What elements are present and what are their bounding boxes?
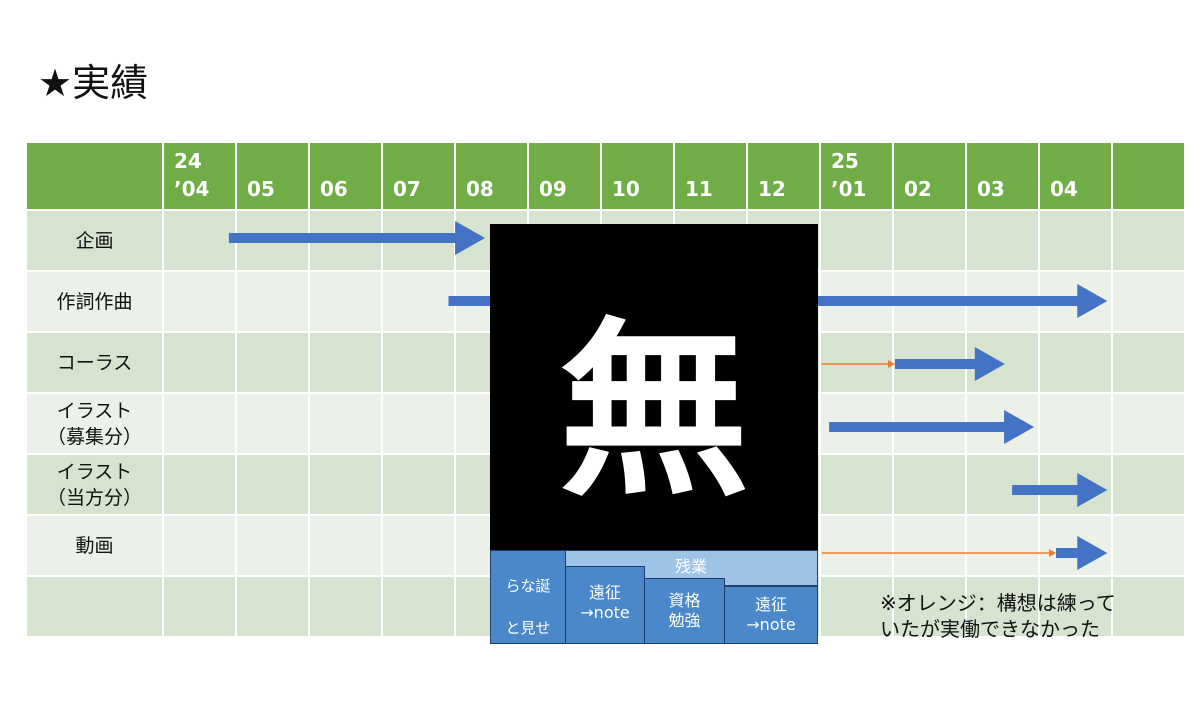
grid-cell [821, 455, 892, 514]
grid-cell [310, 394, 381, 453]
header-month: 12 [748, 143, 819, 209]
month-header-row: 24 ’04 05 06 07 08 09 10 11 12 25 ’01 02… [27, 143, 1184, 209]
header-month: 07 [383, 143, 454, 209]
grid-cell [821, 211, 892, 270]
planned-arrowhead [888, 360, 895, 368]
header-month: 02 [894, 143, 965, 209]
header-month: 06 [310, 143, 381, 209]
row-label: コーラス [27, 333, 162, 392]
grid-cell [1113, 516, 1184, 575]
row-label [27, 577, 162, 636]
void-overlay: 無 残業 らな誕 と見せ かけた コロナ 遠征 →note 資格 勉強 遠征 →… [490, 224, 818, 721]
grid-cell [164, 455, 235, 514]
header-month: 11 [675, 143, 746, 209]
grid-cell [1113, 455, 1184, 514]
header-month: 24 ’04 [164, 143, 235, 209]
expedition-block-1: 遠征 →note [565, 566, 645, 644]
grid-cell [383, 272, 454, 331]
header-month: 10 [602, 143, 673, 209]
void-character: 無 [558, 301, 749, 522]
grid-cell [164, 333, 235, 392]
corona-line-3: かけた [505, 661, 551, 679]
grid-cell [237, 577, 308, 636]
grid-cell [1040, 211, 1111, 270]
header-month: 09 [529, 143, 600, 209]
grid-cell [164, 211, 235, 270]
row-label: 企画 [27, 211, 162, 270]
header-month: 03 [967, 143, 1038, 209]
study-block: 資格 勉強 [644, 578, 725, 644]
grid-cell [1040, 394, 1111, 453]
grid-cell [1113, 577, 1184, 636]
grid-cell [1040, 455, 1111, 514]
grid-cell [894, 211, 965, 270]
grid-cell [1113, 211, 1184, 270]
actual-arrow [1012, 473, 1108, 507]
grid-cell [164, 577, 235, 636]
grid-cell [894, 516, 965, 575]
planned-arrowhead [1049, 549, 1057, 557]
row-label: イラスト （当方分） [27, 455, 162, 514]
header-month: 05 [237, 143, 308, 209]
header-month: 04 [1040, 143, 1111, 209]
corona-line-2: と見せ [505, 619, 551, 637]
grid-cell [821, 516, 892, 575]
grid-cell [383, 577, 454, 636]
grid-cell [821, 577, 892, 636]
grid-cell [310, 333, 381, 392]
header-month: 25 ’01 [821, 143, 892, 209]
grid-cell [164, 272, 235, 331]
grid-cell [383, 455, 454, 514]
grid-cell [1040, 333, 1111, 392]
actual-arrow [829, 410, 1035, 444]
grid-cell [967, 455, 1038, 514]
grid-cell [237, 394, 308, 453]
header-month: 08 [456, 143, 527, 209]
grid-cell [164, 516, 235, 575]
grid-cell [967, 516, 1038, 575]
grid-cell [237, 516, 308, 575]
grid-cell [894, 577, 965, 636]
grid-cell [967, 577, 1038, 636]
corona-line-bold: コロナ [505, 703, 551, 721]
grid-cell [237, 455, 308, 514]
grid-cell [967, 211, 1038, 270]
expedition-block-2: 遠征 →note [724, 586, 818, 644]
row-label: イラスト （募集分） [27, 394, 162, 453]
actual-arrow [228, 221, 486, 255]
grid-cell [310, 577, 381, 636]
row-label: 作詞作曲 [27, 272, 162, 331]
grid-cell [310, 516, 381, 575]
legend-note: ※オレンジ：構想は練って いたが実働できなかった [880, 591, 1116, 641]
grid-cell [383, 516, 454, 575]
grid-cell [164, 394, 235, 453]
grid-cell [1113, 333, 1184, 392]
grid-cell [821, 333, 892, 392]
header-cell-end [1113, 143, 1184, 209]
corona-block: らな誕 と見せ かけた コロナ [490, 550, 566, 721]
grid-cell [1113, 272, 1184, 331]
actual-arrow [1056, 536, 1108, 570]
grid-cell [1113, 394, 1184, 453]
corona-line-1: らな誕 [505, 577, 551, 595]
grid-cell [237, 333, 308, 392]
header-cell-corner [27, 143, 162, 209]
page-title: ★実績 [38, 61, 149, 105]
grid-cell [894, 455, 965, 514]
actual-arrow [895, 347, 1005, 381]
grid-cell [237, 272, 308, 331]
grid-cell [310, 455, 381, 514]
grid-cell [310, 272, 381, 331]
grid-cell [1040, 516, 1111, 575]
row-label: 動画 [27, 516, 162, 575]
grid-cell [383, 394, 454, 453]
grid-cell [383, 333, 454, 392]
grid-cell [1040, 577, 1111, 636]
